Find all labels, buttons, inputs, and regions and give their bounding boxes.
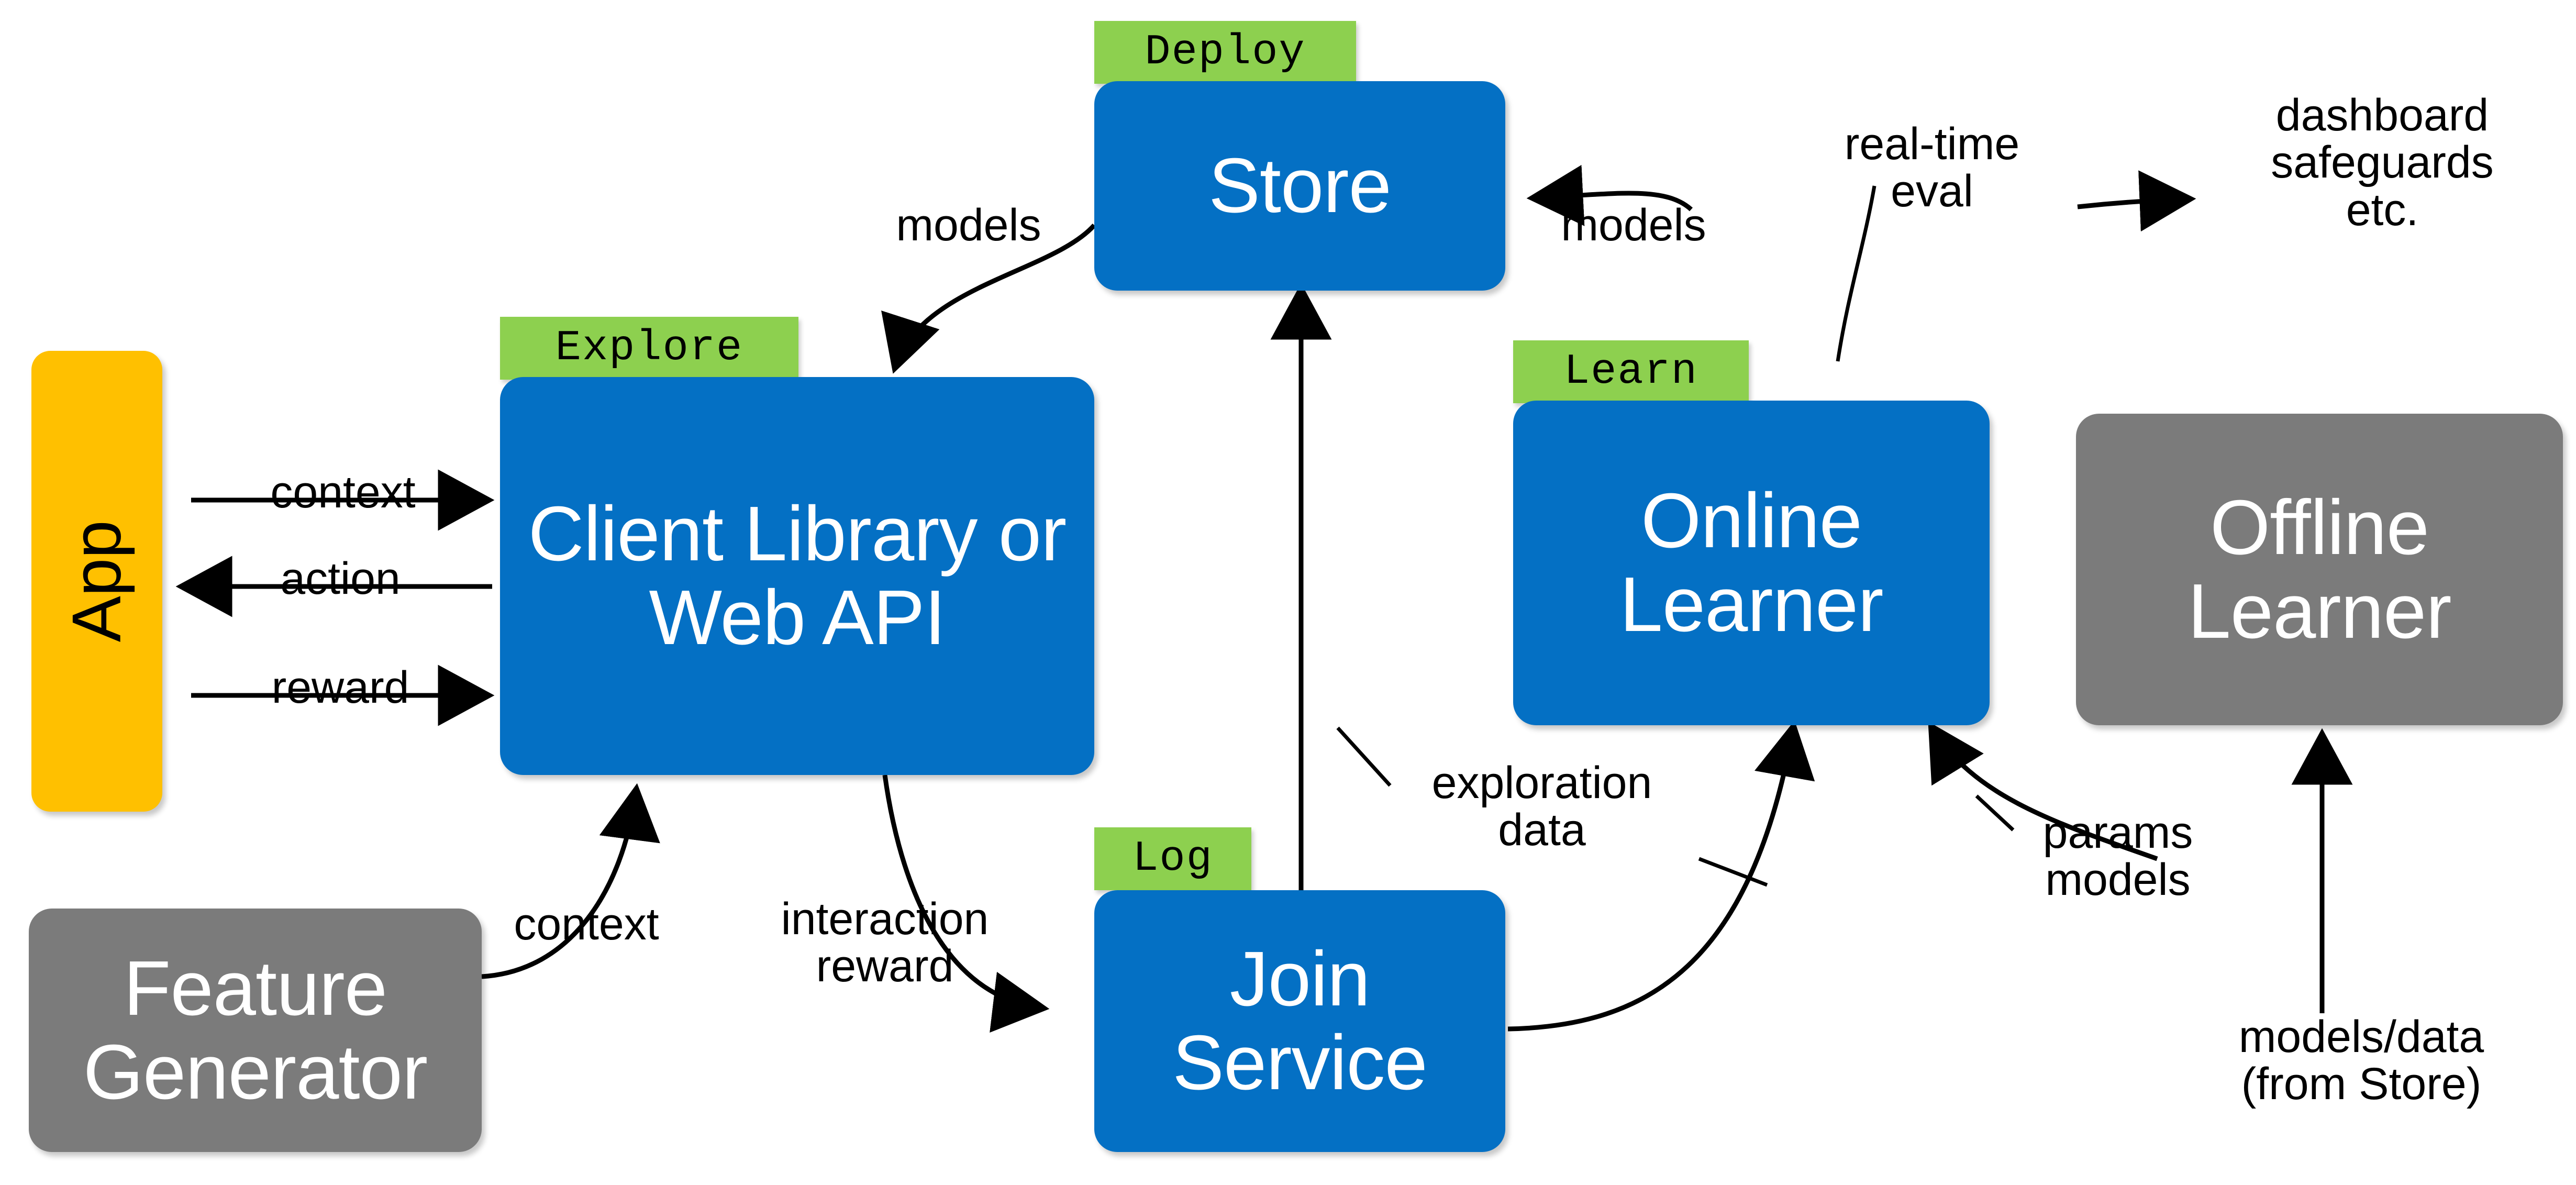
node-store-label: Store bbox=[1208, 142, 1392, 229]
node-client-library-label: Client Library or Web API bbox=[528, 491, 1067, 661]
tag-log-label: Log bbox=[1132, 834, 1213, 883]
node-feature-generator-label: Feature Generator bbox=[83, 945, 428, 1115]
leader-exploration-lower bbox=[1698, 857, 1768, 887]
edge-label-interaction-reward: interaction reward bbox=[781, 894, 989, 992]
edge-label-models-data-from-store: models/data (from Store) bbox=[2238, 1012, 2484, 1110]
tag-deploy-label: Deploy bbox=[1145, 28, 1306, 76]
node-app-label: App bbox=[58, 520, 135, 642]
node-online-learner-label: Online Learner bbox=[1619, 478, 1883, 648]
node-online-learner[interactable]: Online Learner bbox=[1513, 401, 1990, 725]
edge-label-models-learner-to-store: models bbox=[1561, 200, 1706, 250]
edge-label-models-store-to-client: models bbox=[896, 200, 1041, 250]
node-store[interactable]: Store bbox=[1094, 81, 1505, 291]
edge-label-dashboard-safeguards: dashboard safeguards etc. bbox=[2271, 90, 2494, 235]
tag-explore: Explore bbox=[500, 317, 798, 380]
edge-label-params-models: params models bbox=[2042, 807, 2193, 905]
node-offline-learner[interactable]: Offline Learner bbox=[2076, 414, 2563, 725]
edge-label-context-app: context bbox=[270, 467, 416, 517]
tag-explore-label: Explore bbox=[555, 324, 743, 372]
node-offline-learner-label: Offline Learner bbox=[2188, 484, 2451, 655]
arrow-realtime-eval-to-dashboard bbox=[2077, 170, 2196, 232]
edge-label-context-feature-generator: context bbox=[514, 899, 659, 949]
node-join-service-label: Join Service bbox=[1172, 936, 1428, 1106]
tag-log: Log bbox=[1094, 827, 1251, 890]
tag-learn-label: Learn bbox=[1563, 347, 1698, 396]
node-join-service[interactable]: Join Service bbox=[1094, 890, 1505, 1152]
tag-learn: Learn bbox=[1513, 340, 1749, 403]
node-app[interactable]: App bbox=[31, 351, 162, 812]
node-feature-generator[interactable]: Feature Generator bbox=[29, 909, 482, 1152]
node-client-library[interactable]: Client Library or Web API bbox=[500, 377, 1094, 775]
edge-label-real-time-eval: real-time eval bbox=[1844, 119, 2020, 217]
edge-label-reward: reward bbox=[271, 662, 409, 713]
edge-label-exploration-data: exploration data bbox=[1431, 758, 1652, 856]
tag-deploy: Deploy bbox=[1094, 21, 1356, 84]
edge-label-action: action bbox=[280, 553, 401, 604]
